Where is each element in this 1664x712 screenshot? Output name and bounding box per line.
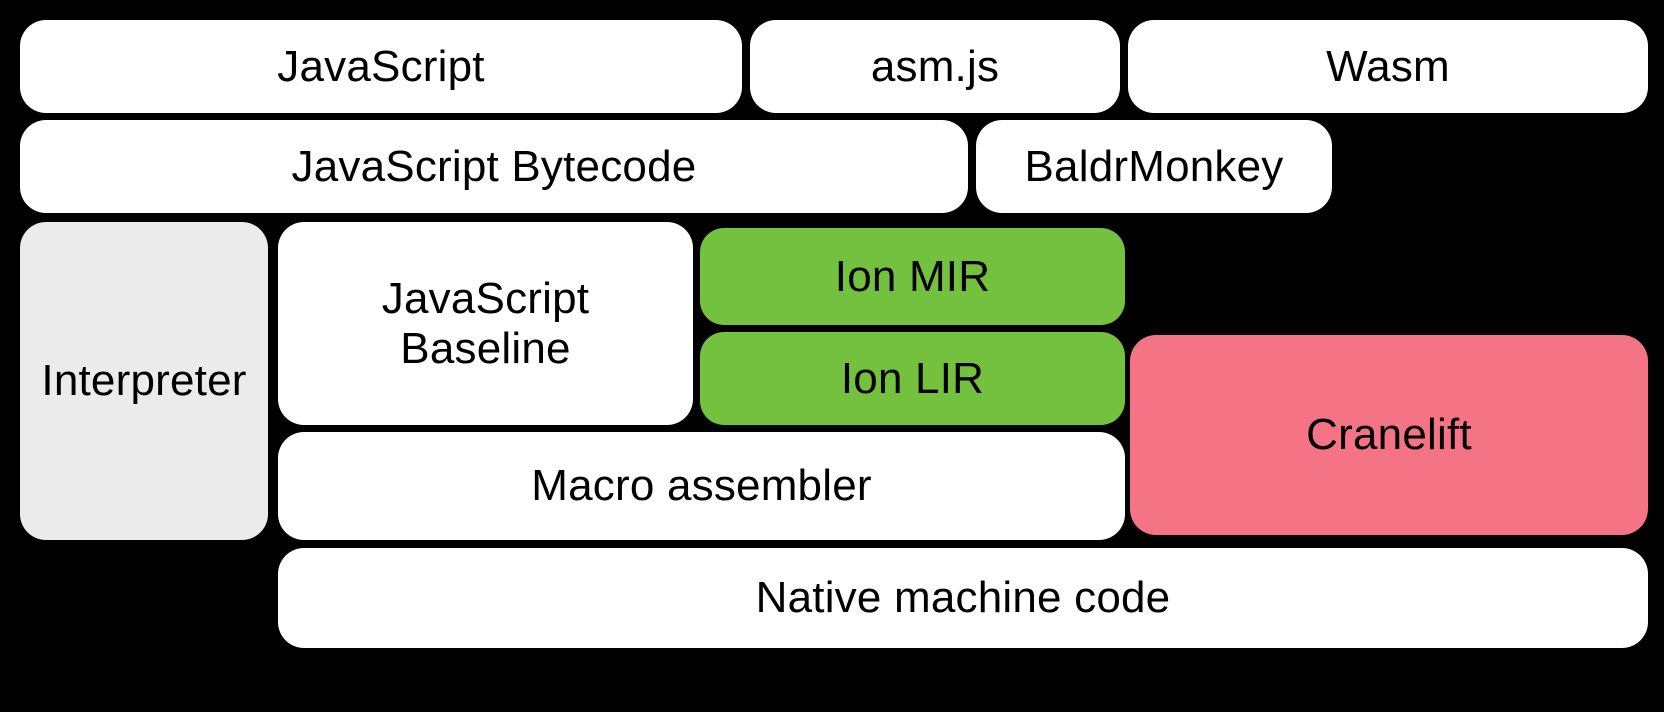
node-cranelift: Cranelift [1130,335,1648,535]
node-ion-lir: Ion LIR [700,332,1125,425]
node-macro-assembler: Macro assembler [278,432,1125,540]
node-interpreter: Interpreter [20,222,268,540]
node-native-machine-code: Native machine code [278,548,1648,648]
node-baldrmonkey: BaldrMonkey [976,120,1332,213]
node-javascript-bytecode: JavaScript Bytecode [20,120,968,213]
node-asmjs: asm.js [750,20,1120,113]
node-javascript-baseline: JavaScript Baseline [278,222,693,425]
node-javascript: JavaScript [20,20,742,113]
node-wasm: Wasm [1128,20,1648,113]
node-ion-mir: Ion MIR [700,228,1125,325]
